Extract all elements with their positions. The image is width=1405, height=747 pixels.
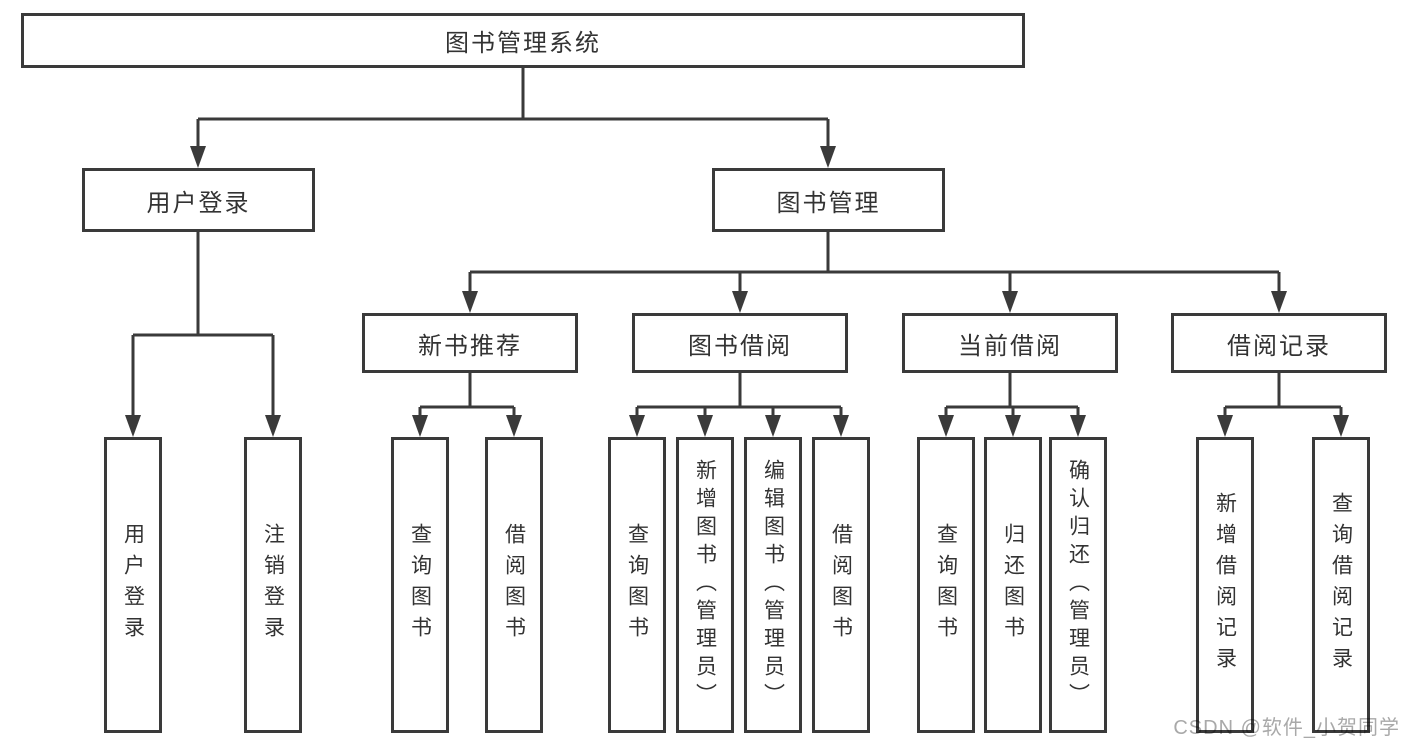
- leaf-current-confirm-return-admin: 确认归还（管理员）: [1049, 437, 1107, 733]
- leaf-borrow-add-books-admin: 新增图书（管理员）: [676, 437, 734, 733]
- leaf-newbook-borrow-books: 借阅图书: [485, 437, 543, 733]
- arrowheads: [125, 146, 1349, 437]
- leaf-borrow-edit-books-admin: 编辑图书（管理员）: [744, 437, 802, 733]
- leaf-logout: 注销登录: [244, 437, 302, 733]
- node-book-borrowing: 图书借阅: [632, 313, 848, 373]
- node-current-borrowing: 当前借阅: [902, 313, 1118, 373]
- node-user-login: 用户登录: [82, 168, 315, 232]
- node-root: 图书管理系统: [21, 13, 1025, 68]
- leaf-user-login: 用户登录: [104, 437, 162, 733]
- csdn-watermark: CSDN @软件_小贺同学: [1173, 717, 1400, 739]
- leaf-borrow-borrow-books: 借阅图书: [812, 437, 870, 733]
- leaf-newbook-query-books: 查询图书: [391, 437, 449, 733]
- leaf-borrow-query-books: 查询图书: [608, 437, 666, 733]
- leaf-current-query-books: 查询图书: [917, 437, 975, 733]
- node-book-management: 图书管理: [712, 168, 945, 232]
- leaf-records-query-record: 查询借阅记录: [1312, 437, 1370, 733]
- node-borrowing-records: 借阅记录: [1171, 313, 1387, 373]
- node-new-book-recommend: 新书推荐: [362, 313, 578, 373]
- leaf-records-add-record: 新增借阅记录: [1196, 437, 1254, 733]
- leaf-current-return-books: 归还图书: [984, 437, 1042, 733]
